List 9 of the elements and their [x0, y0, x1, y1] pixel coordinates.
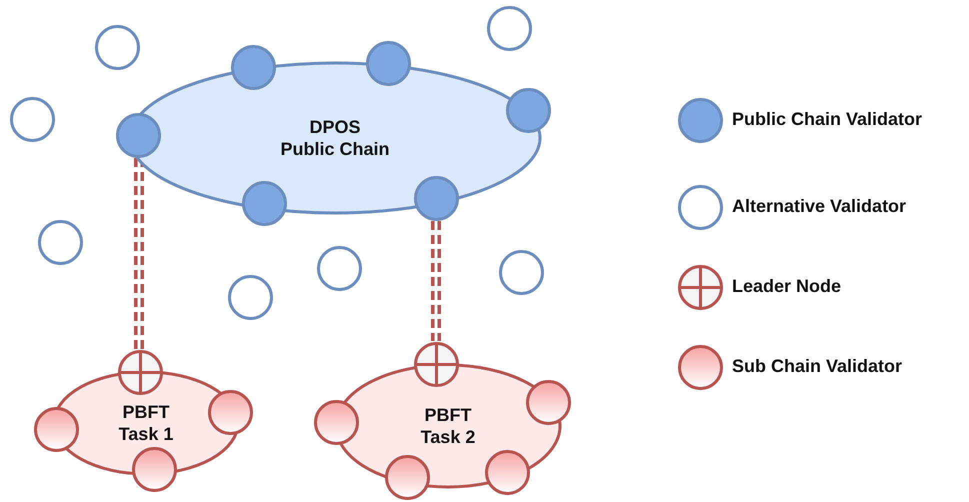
legend-label: Leader Node [732, 276, 842, 297]
legend-label: Public Chain Validator [732, 109, 922, 130]
dashed-connector [134, 158, 144, 349]
chain-label: PBFT Task 1 [118, 401, 174, 445]
chain-label: DPOS Public Chain [280, 116, 390, 160]
legend-label: Alternative Validator [732, 196, 906, 217]
chain-label: PBFT Task 2 [420, 404, 476, 448]
legend-label: Sub Chain Validator [732, 356, 902, 377]
dashed-connector [431, 221, 441, 341]
